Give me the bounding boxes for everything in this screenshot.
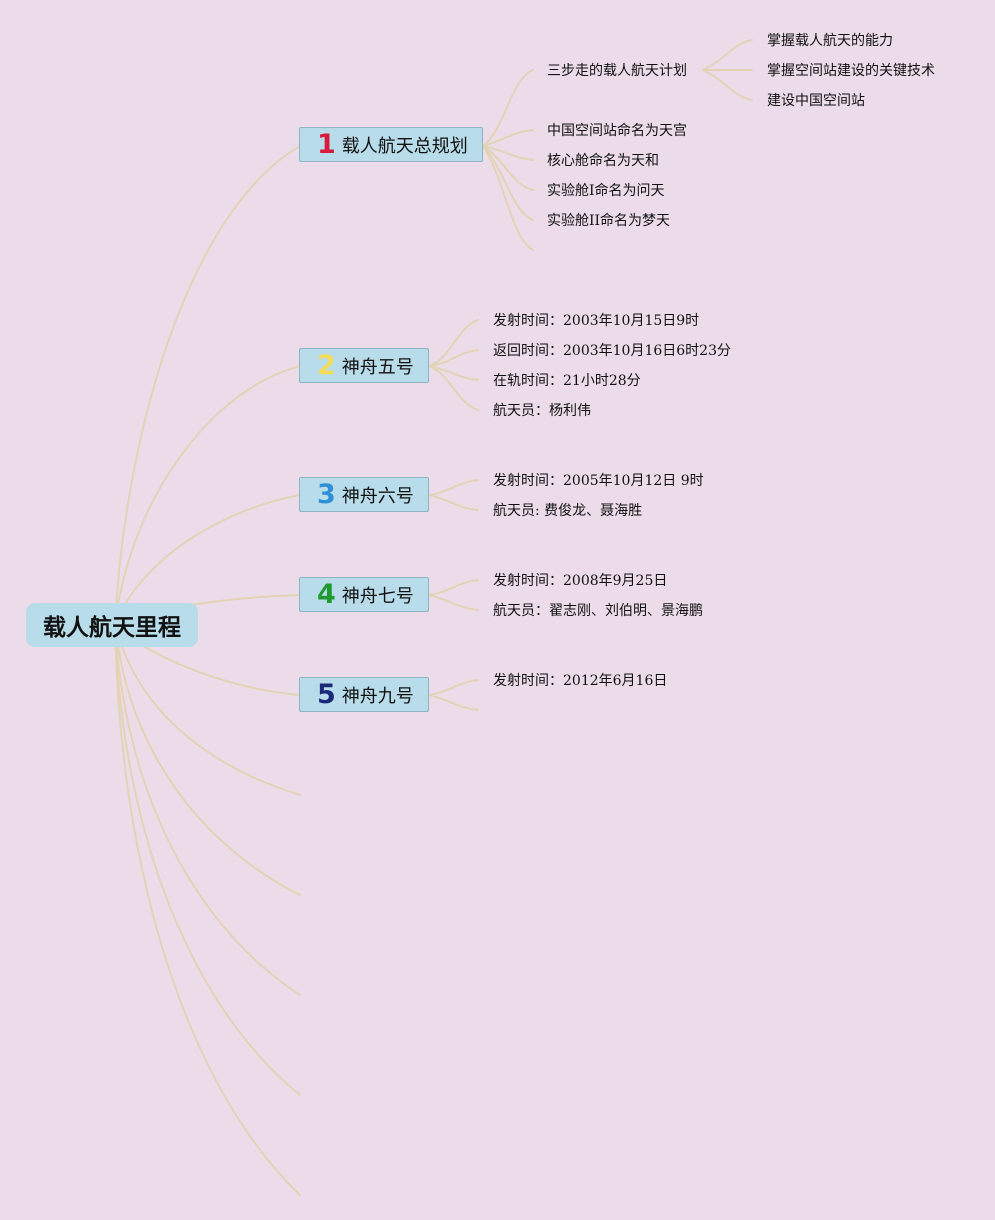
leaf-sz5-orbit[interactable]: 在轨时间：21小时28分 [493,373,641,389]
link-root-topic-1 [114,145,301,626]
link-t4-c1 [428,579,479,596]
leaf-tiangong[interactable]: 中国空间站命名为天宫 [547,123,687,139]
link-t2-c2 [428,349,479,367]
link-t1-c3 [482,145,534,161]
leaf-sz7-crew[interactable]: 航天员：翟志刚、刘伯明、景海鹏 [493,603,703,619]
link-root-topic-3 [114,494,301,626]
leaf-tianhe[interactable]: 核心舱命名为天和 [547,153,659,169]
topic-label: 神舟六号 [341,485,414,507]
link-t1-g3 [702,69,753,101]
link-root-empty-5 [114,624,301,1196]
leaf-plan-step-3[interactable]: 建设中国空间站 [767,93,865,109]
number-two-icon: 2 [317,350,336,381]
topic-label: 载人航天总规划 [341,135,468,157]
link-t1-g1 [702,39,753,71]
link-root-empty-1 [114,624,301,796]
topic-label: 神舟九号 [341,685,414,707]
topic-node-1[interactable]: 1 载人航天总规划 [299,127,483,162]
link-t2-c4 [428,365,479,411]
leaf-sz7-launch[interactable]: 发射时间：2008年9月25日 [493,573,668,589]
leaf-plan-step-1[interactable]: 掌握载人航天的能力 [767,33,893,49]
leaf-sz6-crew[interactable]: 航天员: 费俊龙、聂海胜 [493,503,643,519]
link-t5-c2 [428,694,479,711]
number-three-icon: 3 [317,479,336,510]
link-t1-c5 [482,145,534,221]
leaf-plan-step-2[interactable]: 掌握空间站建设的关键技术 [767,63,935,79]
root-node[interactable]: 载人航天里程 [26,603,198,647]
link-root-empty-3 [114,624,301,996]
link-t4-c2 [428,594,479,611]
leaf-plan[interactable]: 三步走的载人航天计划 [547,63,687,79]
number-five-icon: 5 [317,679,336,710]
number-four-icon: 4 [317,579,336,610]
topic-node-5[interactable]: 5 神舟九号 [299,677,429,712]
link-root-empty-2 [114,624,301,896]
leaf-mengtian[interactable]: 实验舱II命名为梦天 [547,213,671,229]
topic-label: 神舟五号 [341,356,414,378]
root-label: 载人航天里程 [43,615,181,641]
link-root-empty-4 [114,624,301,1096]
leaf-sz9-launch[interactable]: 发射时间：2012年6月16日 [493,673,668,689]
topic-node-3[interactable]: 3 神舟六号 [299,477,429,512]
link-root-topic-2 [114,365,301,626]
link-t1-c6 [482,145,534,251]
leaf-sz5-crew[interactable]: 航天员：杨利伟 [493,403,591,419]
leaf-sz5-launch[interactable]: 发射时间：2003年10月15日9时 [493,313,700,329]
link-t1-c4 [482,145,534,191]
number-one-icon: 1 [317,129,336,160]
link-t1-c1 [482,69,534,147]
link-t2-c3 [428,365,479,381]
link-t2-c1 [428,319,479,367]
topic-label: 神舟七号 [341,585,414,607]
link-t1-c2 [482,129,534,147]
link-t3-c1 [428,479,479,496]
leaf-wentian[interactable]: 实验舱I命名为问天 [547,183,665,199]
topic-node-2[interactable]: 2 神舟五号 [299,348,429,383]
leaf-sz5-return[interactable]: 返回时间：2003年10月16日6时23分 [493,343,731,359]
leaf-sz6-launch[interactable]: 发射时间：2005年10月12日 9时 [493,473,704,489]
topic-node-4[interactable]: 4 神舟七号 [299,577,429,612]
link-t5-c1 [428,679,479,696]
link-t3-c2 [428,494,479,511]
